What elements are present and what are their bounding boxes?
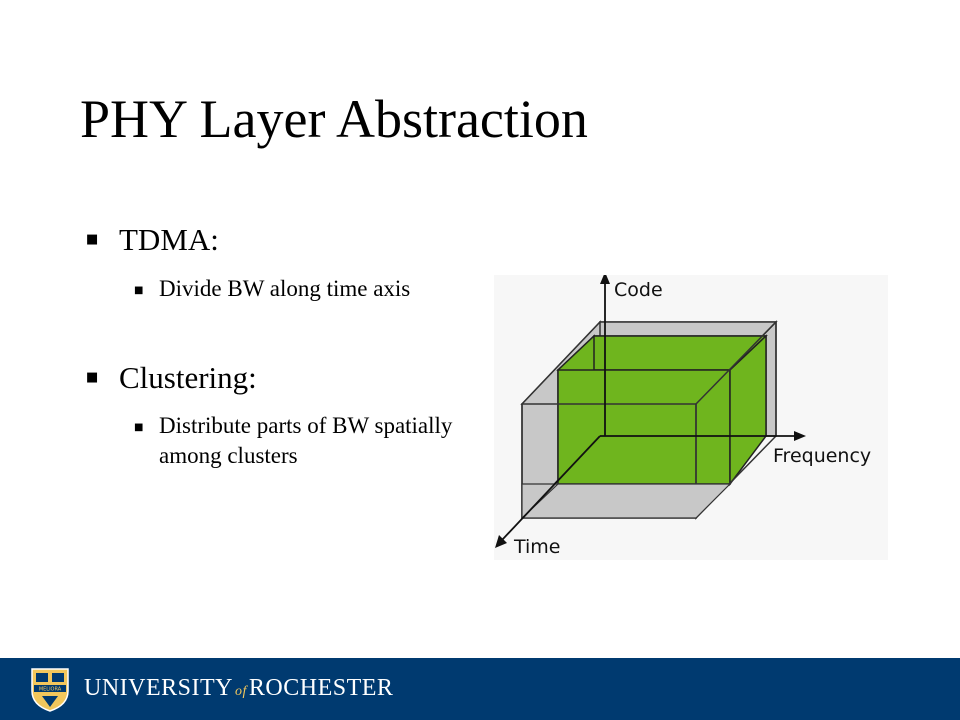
- crest-motto: MELIORA: [39, 687, 62, 693]
- bullet-square-icon: ■: [86, 370, 99, 385]
- bullet-square-icon: ■: [86, 232, 99, 247]
- outer-bottom-strip: [521, 483, 732, 519]
- bullet-label: Clustering:: [119, 360, 257, 395]
- bullet-label: TDMA:: [119, 222, 219, 257]
- sub-bullet-text: Divide BW along time axis: [159, 276, 411, 301]
- time-axis-label: Time: [513, 536, 561, 558]
- sub-bullet-text: Distribute parts of BW spatially among c…: [159, 413, 453, 468]
- university-crest-icon: MELIORA: [31, 668, 69, 712]
- cdma-cube-diagram: Code Frequency Time: [494, 275, 888, 560]
- code-axis-arrow-icon: [600, 275, 610, 284]
- wordmark-rochester: ROCHESTER: [248, 675, 394, 701]
- frequency-axis-label: Frequency: [773, 445, 871, 467]
- wordmark-university: UNIVERSITY: [84, 675, 233, 701]
- time-axis-line: [501, 435, 601, 541]
- bullet-square-icon: ■: [134, 422, 144, 433]
- green-front-face: [557, 369, 731, 485]
- code-axis-label: Code: [614, 279, 663, 301]
- bullet-square-icon: ■: [134, 285, 144, 296]
- bullet-list: ■ TDMA: ■ Divide BW along time axis ■ Cl…: [0, 0, 480, 600]
- slide-title: PHY Layer Abstraction: [80, 89, 588, 149]
- frequency-axis-arrow-icon: [794, 431, 806, 441]
- time-axis-arrow-icon: [495, 535, 507, 548]
- wordmark-of: of: [235, 684, 247, 699]
